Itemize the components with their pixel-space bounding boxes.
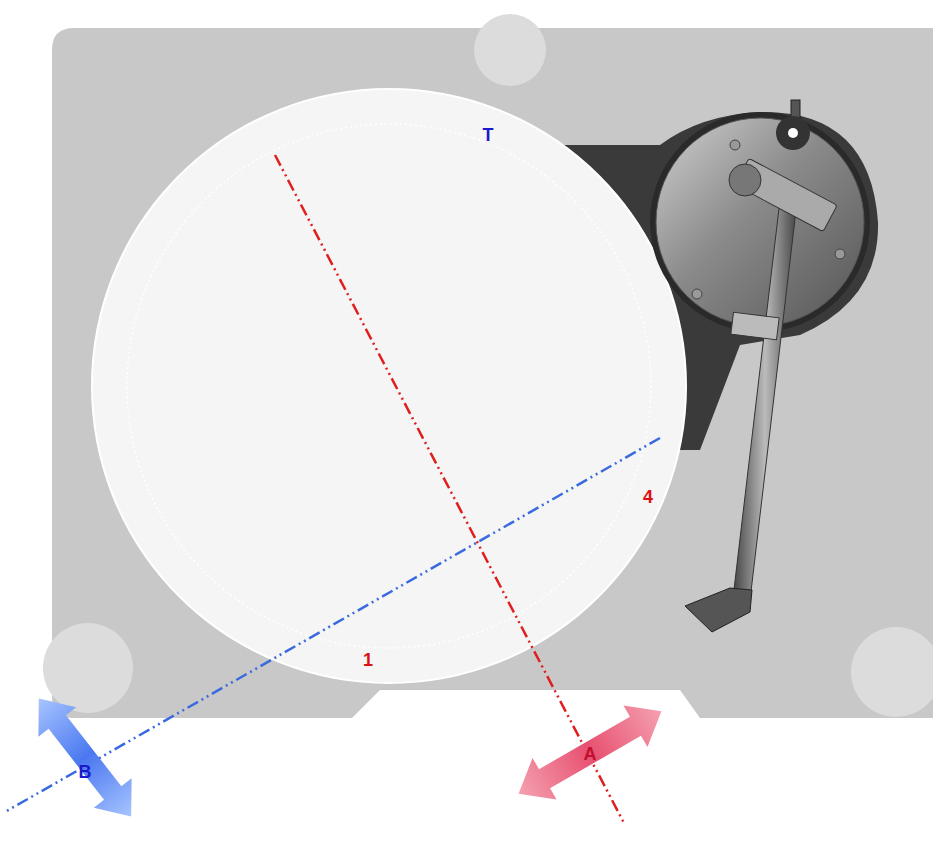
record-groove: [127, 124, 651, 648]
plinth: [52, 28, 933, 718]
callout-label: 4: [643, 488, 653, 506]
headshell: [685, 588, 752, 632]
double-arrow: A: [505, 690, 675, 815]
counterweight-hole: [788, 128, 798, 138]
background: [470, 0, 550, 8]
foot: [474, 14, 546, 86]
pivot: [729, 164, 761, 196]
foot: [851, 627, 933, 717]
foot: [43, 623, 133, 713]
double-arrow: B: [15, 690, 155, 825]
arrow-label: B: [79, 763, 92, 781]
screw: [692, 140, 845, 299]
arrow-shape: [15, 690, 155, 825]
tonearm-ring: [650, 112, 870, 332]
callout-label: 1: [363, 651, 373, 669]
arm-collar: [731, 312, 779, 339]
counterweight: [776, 116, 810, 150]
tonearm-tube: [733, 200, 797, 600]
double-arrow-shape: [20, 690, 150, 825]
double-arrow-shape: [507, 690, 674, 814]
arrow-label: A: [584, 745, 597, 763]
alignment-line-a: [275, 155, 625, 825]
callout-label: T: [483, 126, 494, 144]
alignment-line-b: [5, 438, 660, 812]
tonearm-plate: [656, 118, 864, 326]
